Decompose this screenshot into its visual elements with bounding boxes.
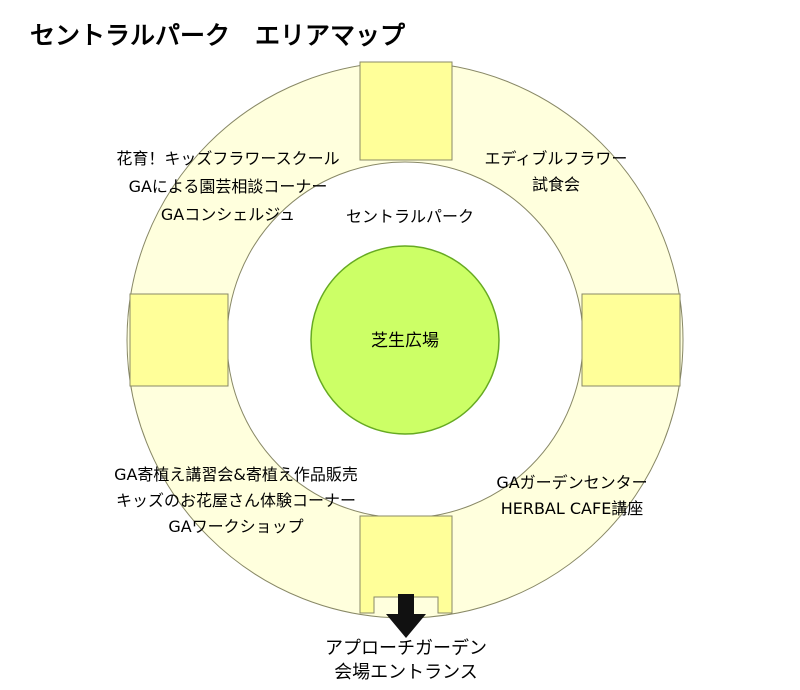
connector-bottom-entrance — [359, 515, 453, 614]
connector-right — [581, 293, 681, 387]
connector-top — [359, 61, 453, 161]
page-title: セントラルパーク エリアマップ — [30, 21, 406, 50]
zone-bottom-right[interactable]: GAガーデンセンター HERBAL CAFE講座 — [496, 473, 647, 518]
zone-bottom-left-line: GA寄植え講習会&寄植え作品販売 — [114, 465, 358, 484]
zone-top-left-line: 花育！キッズフラワースクール — [116, 149, 339, 168]
zone-top-right[interactable]: エディブルフラワー 試食会 — [485, 149, 628, 194]
entrance-line: アプローチガーデン — [325, 638, 487, 659]
arrow-down-icon — [386, 594, 426, 638]
lawn-plaza-label: 芝生広場 — [371, 331, 439, 351]
zone-top-left-line: GAコンシェルジュ — [161, 205, 295, 224]
zone-top-right-line: 試食会 — [532, 175, 580, 194]
zone-bottom-right-line: GAガーデンセンター — [496, 473, 647, 492]
zone-top-right-line: エディブルフラワー — [485, 149, 628, 168]
central-park-label: セントラルパーク — [346, 207, 474, 226]
lawn-plaza[interactable] — [310, 245, 500, 435]
zone-bottom-left[interactable]: GA寄植え講習会&寄植え作品販売 キッズのお花屋さん体験コーナー GAワークショ… — [114, 465, 358, 536]
zone-top-left-line: GAによる園芸相談コーナー — [129, 177, 328, 196]
zone-bottom-left-line: GAワークショップ — [168, 517, 303, 536]
connector-left — [129, 293, 229, 387]
entrance-line: 会場エントランス — [334, 662, 478, 683]
zone-top-left[interactable]: 花育！キッズフラワースクール GAによる園芸相談コーナー GAコンシェルジュ — [116, 149, 339, 224]
zone-bottom-right-line: HERBAL CAFE講座 — [501, 499, 644, 518]
zone-bottom-left-line: キッズのお花屋さん体験コーナー — [116, 491, 356, 510]
entrance[interactable]: アプローチガーデン 会場エントランス — [325, 638, 487, 683]
